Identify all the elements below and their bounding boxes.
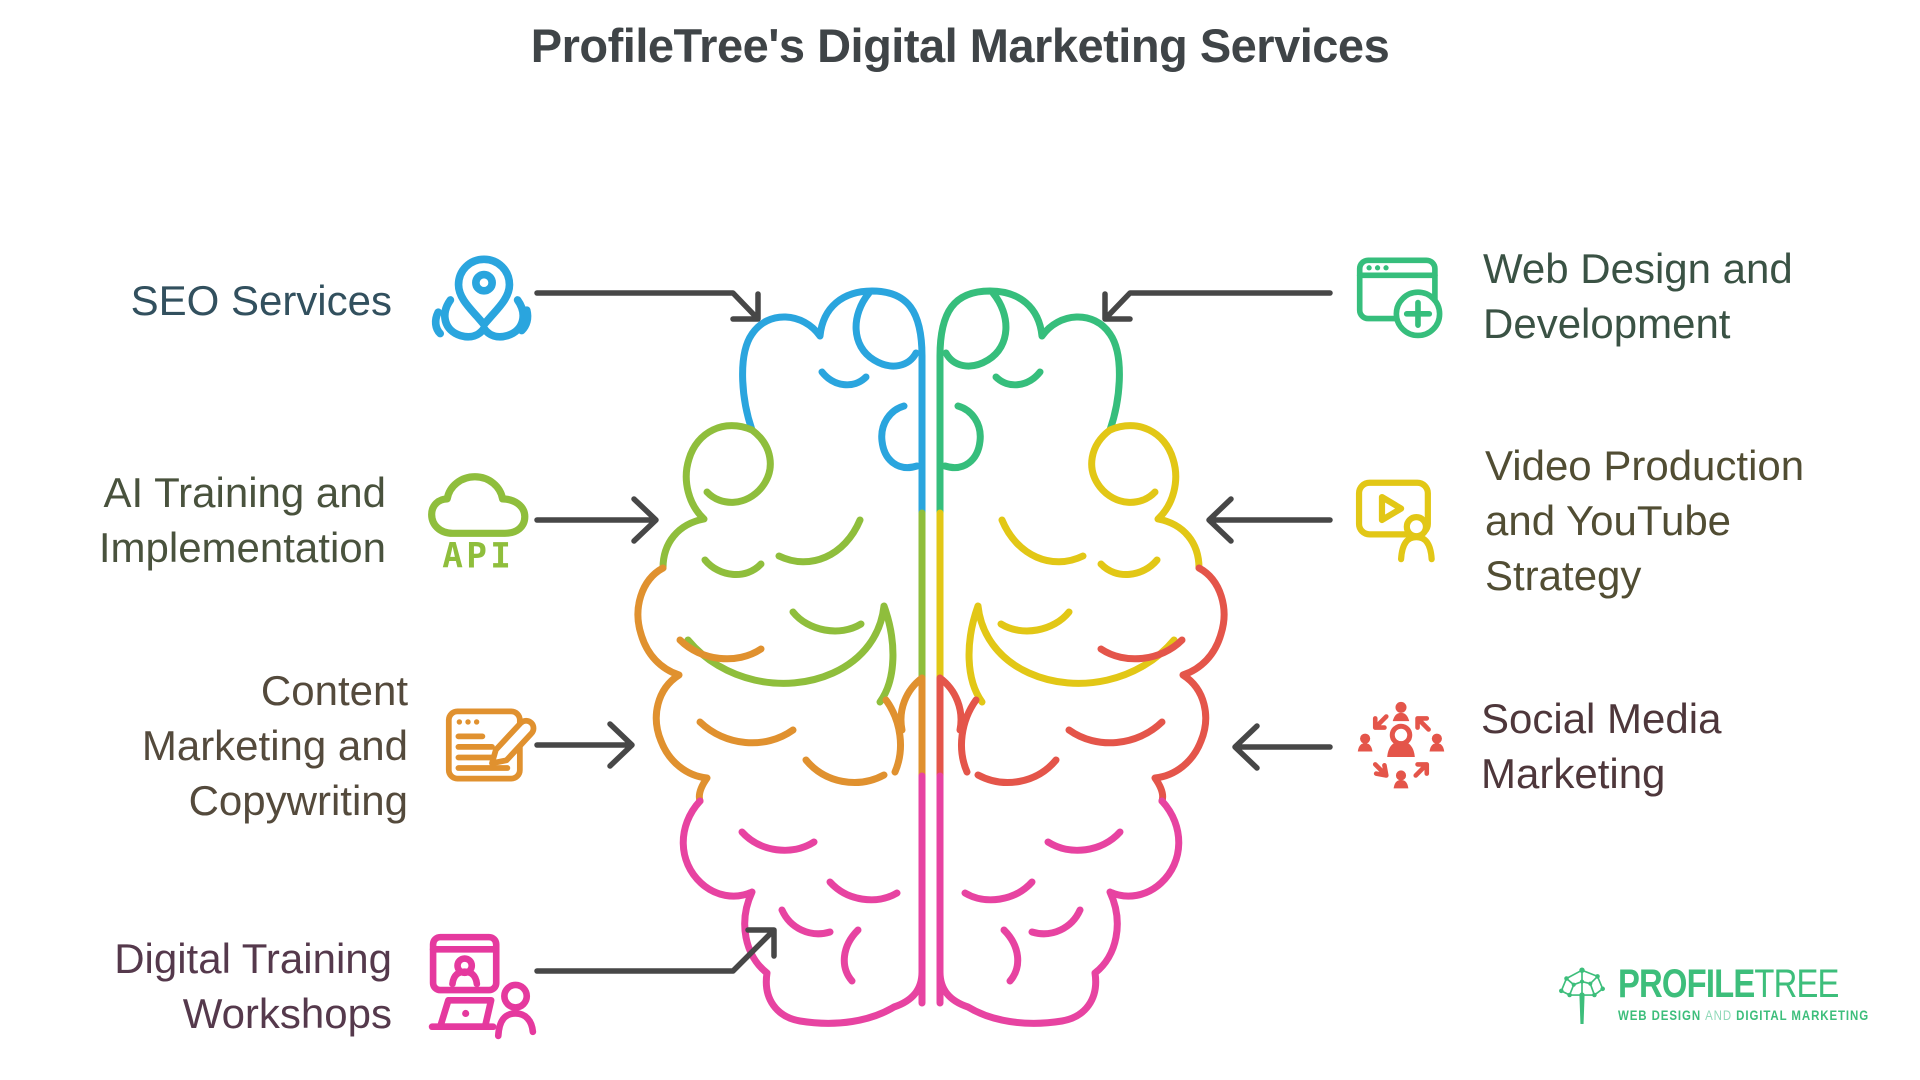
connector-arrow-content <box>534 721 635 769</box>
service-item-ai-training: AI Training and Implementation API <box>99 462 540 578</box>
brand-tagline: WEB DESIGN AND DIGITAL MARKETING <box>1618 1007 1870 1023</box>
location-pin-seo-icon <box>428 249 540 351</box>
service-item-seo: SEO Services <box>131 245 540 355</box>
browser-window-plus-icon <box>1355 249 1449 343</box>
api-icon-text: API <box>442 537 514 571</box>
page-title: ProfileTree's Digital Marketing Services <box>530 19 1390 72</box>
service-item-web-design: Web Design and Development <box>1355 240 1793 352</box>
connector-arrow-video <box>1206 496 1333 544</box>
cloud-api-icon: API <box>422 469 540 571</box>
people-network-icon <box>1355 698 1447 794</box>
service-label: Social Media Marketing <box>1481 695 1722 797</box>
document-with-pencil-icon <box>444 703 540 787</box>
connector-arrow-seo <box>534 290 761 322</box>
service-label: Digital Training Workshops <box>114 935 392 1037</box>
profiletree-logo: PROFILETREE WEB DESIGN AND DIGITAL MARKE… <box>1556 964 1920 1024</box>
connector-arrow-social <box>1232 723 1333 771</box>
brand-name: PROFILETREE <box>1618 962 1839 1006</box>
service-item-video-production: Video Production and YouTube Strategy <box>1355 438 1804 602</box>
brain-right-hemisphere <box>940 291 1224 1023</box>
brain-left-hemisphere <box>638 291 922 1023</box>
service-item-social-media: Social Media Marketing <box>1355 690 1721 802</box>
service-label: Web Design and Development <box>1483 245 1793 347</box>
tree-network-icon <box>1556 964 1608 1024</box>
service-label: Video Production and YouTube Strategy <box>1485 441 1805 599</box>
video-presenter-icon <box>1355 477 1451 563</box>
online-workshop-icon <box>428 931 540 1041</box>
connector-arrow-training <box>534 927 777 974</box>
connector-arrow-ai <box>534 496 659 544</box>
connector-arrow-web <box>1102 290 1333 322</box>
service-label: SEO Services <box>130 276 392 324</box>
service-label: Content Marketing and Copywriting <box>141 666 408 824</box>
service-item-content-marketing: Content Marketing and Copywriting <box>142 660 540 830</box>
service-label: AI Training and Implementation <box>98 469 386 571</box>
service-item-digital-training: Digital Training Workshops <box>114 928 540 1044</box>
